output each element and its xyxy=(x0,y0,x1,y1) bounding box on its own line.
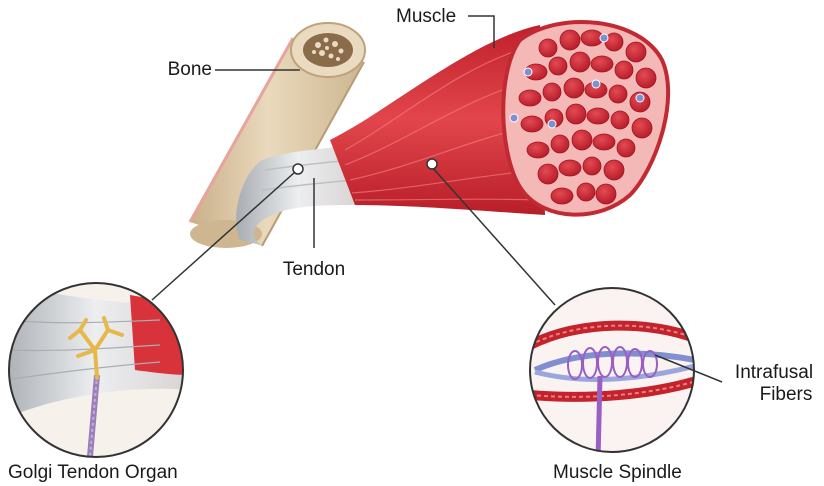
fascicle xyxy=(539,39,557,57)
fascicle xyxy=(560,30,580,50)
fascicle xyxy=(543,83,561,101)
fascicle xyxy=(609,85,627,103)
spindle-inset xyxy=(530,288,722,460)
fascicle xyxy=(626,42,646,62)
tendon-marker xyxy=(293,164,303,174)
spindle-spot xyxy=(548,120,556,128)
fascicle xyxy=(617,139,635,157)
fascicle xyxy=(636,68,656,88)
fascicle xyxy=(632,118,652,138)
spindle-spot xyxy=(600,34,608,42)
label-tendon: Tendon xyxy=(259,259,369,281)
spindle-spot xyxy=(524,68,532,76)
golgi-inset xyxy=(0,280,190,480)
fascicle xyxy=(538,164,558,184)
fascicle xyxy=(551,135,569,153)
fascicle xyxy=(570,52,590,72)
fascicle xyxy=(572,130,592,150)
fascicle xyxy=(593,134,615,150)
label-intrafusal: Intrafusal Fibers xyxy=(724,362,824,406)
fascicle xyxy=(566,104,586,124)
label-muscle-spindle: Muscle Spindle xyxy=(553,462,682,484)
fascicle xyxy=(604,160,624,180)
fascicle xyxy=(519,90,541,106)
fascicle xyxy=(596,184,616,204)
label-muscle: Muscle xyxy=(396,6,456,28)
label-bone: Bone xyxy=(140,59,212,81)
muscle-marker xyxy=(427,159,437,169)
fascicle xyxy=(577,183,595,201)
fascicle xyxy=(583,157,601,175)
fascicle xyxy=(591,56,613,72)
label-golgi-tendon-organ: Golgi Tendon Organ xyxy=(8,462,178,484)
fascicle xyxy=(587,108,609,124)
fascicle xyxy=(559,160,581,176)
fascicle xyxy=(551,188,573,204)
spindle-spot xyxy=(592,80,600,88)
spindle-spot xyxy=(636,94,644,102)
fascicle xyxy=(611,111,629,129)
label-intrafusal-line1: Intrafusal xyxy=(735,362,813,383)
spindle-spot xyxy=(510,114,518,122)
fascicle xyxy=(549,57,567,75)
fascicle xyxy=(615,61,633,79)
fascicle xyxy=(521,116,543,132)
fascicle xyxy=(527,142,549,158)
label-intrafusal-line2: Fibers xyxy=(736,384,813,405)
fascicle xyxy=(564,78,584,98)
